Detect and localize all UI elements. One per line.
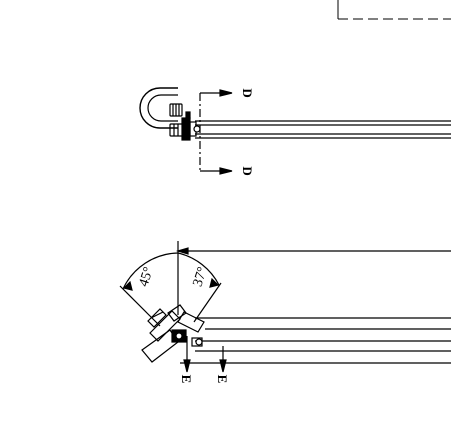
hose-loop: [139, 87, 178, 129]
section-cut-e: [183, 336, 227, 373]
angle-arc-45: [122, 252, 179, 290]
fitting-cluster: [169, 103, 201, 141]
angle-label-45: 45°: [137, 265, 157, 288]
angle-label-37: 37°: [191, 265, 211, 288]
section-label-d-top: D: [240, 88, 255, 97]
section-label-e-right: E: [215, 375, 230, 384]
arrow-e-left: [183, 359, 191, 373]
section-label-d-bottom: D: [240, 166, 255, 175]
section-cut-d: [199, 89, 233, 175]
arrow-e-right: [219, 359, 227, 373]
view-section-e: [119, 241, 451, 373]
section-label-e-left: E: [179, 375, 194, 384]
arrow-d-bottom: [219, 167, 233, 175]
dimension-arrow: [175, 247, 189, 255]
tube-lines: [195, 120, 451, 139]
top-frame: [337, 0, 451, 20]
angled-fittings: [141, 304, 205, 363]
tube-bundle: [180, 317, 451, 364]
arrow-d-top: [219, 89, 233, 97]
view-section-d: [139, 87, 451, 175]
angle-arc-37: [177, 252, 220, 286]
